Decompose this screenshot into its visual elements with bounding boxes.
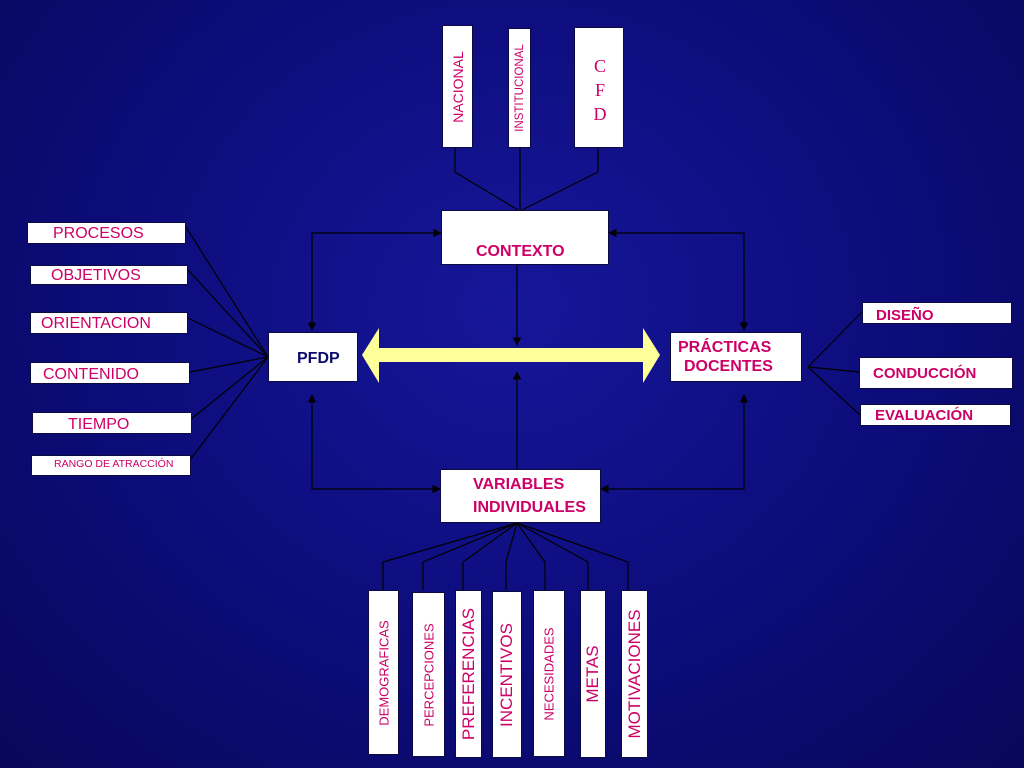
rango-connector: [189, 356, 269, 461]
incentivos-connector: [505, 522, 518, 590]
demograficas-connector: [382, 522, 518, 590]
variables-box: VARIABLES INDIVIDUALES: [440, 469, 601, 523]
tiempo-box: TIEMPO: [32, 412, 192, 434]
variables-label-line1: VARIABLES: [473, 476, 565, 493]
demograficas-box: DEMOGRAFICAS: [368, 590, 399, 755]
orientacion-label: ORIENTACION: [41, 315, 151, 332]
motivaciones-box: MOTIVACIONES: [621, 590, 648, 758]
nacional-box: NACIONAL: [442, 25, 473, 148]
practicas-label-line1: PRÁCTICAS: [678, 339, 772, 356]
objetivos-connector: [187, 269, 269, 358]
necesidades-label: NECESIDADES: [541, 626, 557, 721]
cfd-box: C F D: [574, 27, 624, 148]
pfdp-box: PFDP: [268, 332, 358, 382]
preferencias-label: PREFERENCIAS: [458, 607, 478, 741]
rango-box: RANGO DE ATRACCIÓN: [31, 455, 191, 476]
objetivos-label: OBJETIVOS: [51, 267, 141, 284]
contenido-label: CONTENIDO: [43, 366, 139, 383]
institucional-label: INSTITUCIONAL: [513, 44, 526, 132]
demograficas-label: DEMOGRAFICAS: [376, 619, 391, 726]
diseno-connector: [807, 311, 863, 368]
conduccion-box: CONDUCCIÓN: [859, 357, 1013, 389]
contexto-practicas-arrow: [608, 228, 749, 331]
motivaciones-label: MOTIVACIONES: [624, 609, 644, 739]
cfd-connector: [521, 148, 599, 211]
cfd-label: C F D: [593, 56, 607, 124]
variables-label-line2: INDIVIDUALES: [473, 499, 586, 516]
contenido-box: CONTENIDO: [30, 362, 190, 384]
preferencias-connector: [462, 522, 518, 590]
necesidades-box: NECESIDADES: [533, 590, 565, 757]
tiempo-label: TIEMPO: [68, 416, 130, 433]
necesidades-connector: [516, 522, 546, 590]
contexto-box: CONTEXTO: [441, 210, 609, 265]
metas-box: METAS: [580, 590, 606, 758]
institucional-box: INSTITUCIONAL: [508, 28, 531, 148]
variables-practicas-arrow: [600, 394, 749, 494]
procesos-box: PROCESOS: [27, 222, 186, 244]
incentivos-box: INCENTIVOS: [492, 591, 522, 758]
metas-label: METAS: [583, 645, 602, 703]
nacional-connector: [454, 148, 519, 211]
diseno-box: DISEÑO: [862, 302, 1012, 324]
conduccion-label: CONDUCCIÓN: [873, 365, 977, 382]
percepciones-connector: [422, 522, 518, 590]
double-arrow: [362, 328, 660, 383]
nacional-label: NACIONAL: [449, 50, 466, 123]
contenido-connector: [189, 356, 269, 373]
rango-label: RANGO DE ATRACCIÓN: [54, 458, 174, 470]
practicas-box: PRÁCTICAS DOCENTES: [670, 332, 802, 382]
orientacion-box: ORIENTACION: [30, 312, 188, 334]
procesos-label: PROCESOS: [53, 225, 144, 242]
contexto-pfdp-arrow: [307, 228, 442, 331]
variables-pfdp-arrow: [307, 394, 441, 494]
metas-connector: [516, 522, 589, 590]
preferencias-box: PREFERENCIAS: [455, 590, 482, 758]
diseno-label: DISEÑO: [876, 307, 934, 324]
motivaciones-connector: [516, 522, 629, 590]
orientacion-connector: [187, 317, 269, 358]
practicas-label-line2: DOCENTES: [684, 358, 773, 375]
objetivos-box: OBJETIVOS: [30, 265, 188, 285]
incentivos-label: INCENTIVOS: [497, 622, 516, 727]
percepciones-label: PERCEPCIONES: [421, 622, 436, 727]
evaluacion-box: EVALUACIÓN: [860, 404, 1011, 426]
contexto-label: CONTEXTO: [476, 243, 565, 260]
evaluacion-label: EVALUACIÓN: [875, 407, 974, 424]
procesos-connector: [185, 226, 269, 358]
percepciones-box: PERCEPCIONES: [412, 592, 445, 757]
pfdp-label: PFDP: [297, 350, 340, 367]
conduccion-connector: [807, 366, 861, 373]
tiempo-connector: [189, 356, 269, 421]
evaluacion-connector: [807, 366, 861, 416]
